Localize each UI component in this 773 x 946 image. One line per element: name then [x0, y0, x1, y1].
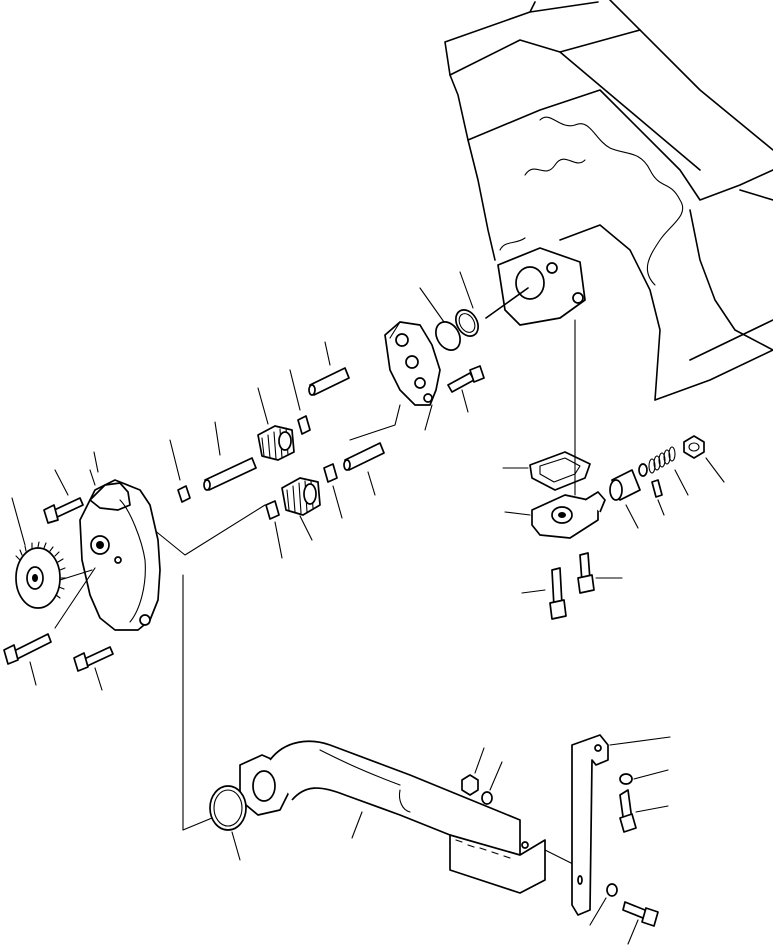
washer: [589, 883, 618, 926]
relief-valve-spring: [648, 446, 689, 496]
bolt: [521, 567, 567, 620]
bushing: [265, 500, 283, 559]
bolt: [43, 469, 84, 524]
pipe-mounting-bracket: [571, 734, 671, 916]
plug: [683, 435, 725, 483]
bolt: [619, 789, 669, 833]
bolt: [622, 901, 659, 945]
washer: [638, 463, 648, 477]
nut: [461, 747, 485, 796]
bushing: [169, 439, 191, 503]
bushing: [323, 463, 343, 519]
pump-drive-housing: [79, 469, 161, 631]
relief-valve-body: [504, 491, 606, 539]
bushing: [289, 369, 311, 435]
bolt: [447, 365, 485, 413]
pump-gear-lower: [281, 477, 321, 541]
drive-gear: [11, 497, 67, 609]
bolt: [73, 646, 114, 691]
bolt: [3, 633, 52, 686]
washer: [619, 769, 669, 785]
gear-shaft-lower: [343, 442, 385, 496]
gear-shaft-long: [203, 421, 257, 491]
gear-shaft-upper: [308, 341, 350, 396]
suction-pipe: [239, 740, 546, 894]
o-ring-upper: [455, 271, 479, 337]
gasket: [502, 451, 591, 491]
relief-valve-pin: [651, 479, 665, 516]
bolt: [577, 552, 623, 594]
o-ring-seal: [419, 287, 461, 351]
engine-block: [444, 0, 773, 401]
pump-gear-upper: [257, 387, 295, 461]
washer: [481, 761, 503, 805]
pump-cover-plate: [384, 321, 441, 431]
relief-valve-plunger: [609, 469, 641, 529]
o-ring: [209, 785, 247, 861]
